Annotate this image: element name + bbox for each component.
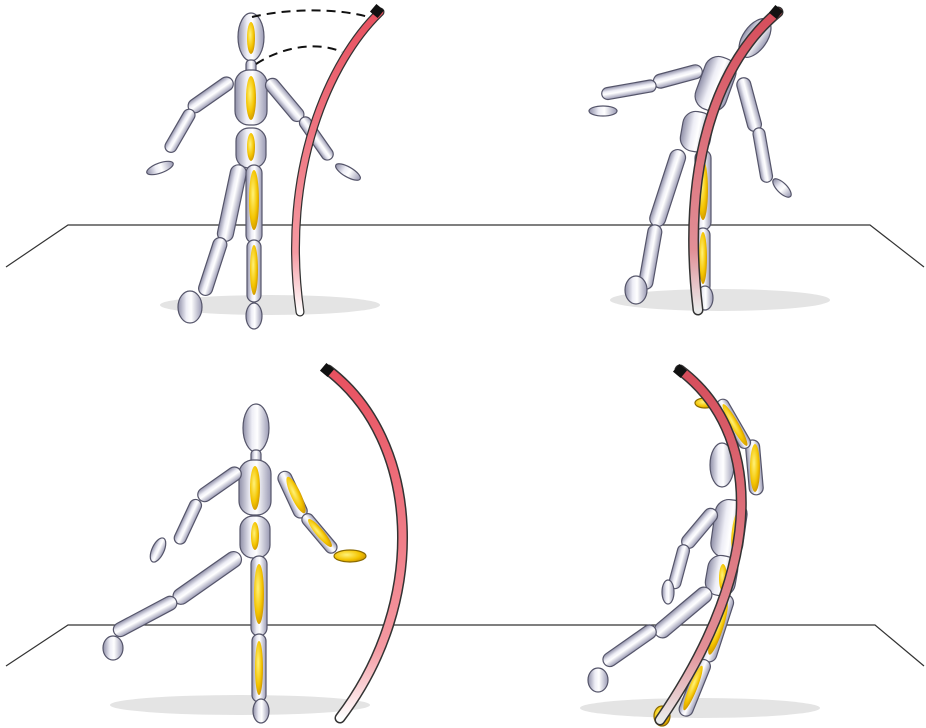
mannequin-shadow	[580, 698, 820, 718]
ground-plane-top	[6, 225, 924, 267]
panel-bottom-right	[580, 364, 820, 726]
panel-top-left	[145, 4, 384, 329]
line-of-action-stroke	[295, 4, 384, 312]
mannequin-shadow	[110, 695, 370, 715]
panel-top-right	[589, 5, 830, 311]
mannequin	[145, 13, 362, 329]
ground-plane-bottom	[6, 625, 924, 666]
mannequin	[103, 404, 366, 723]
panel-bottom-left	[103, 363, 402, 723]
